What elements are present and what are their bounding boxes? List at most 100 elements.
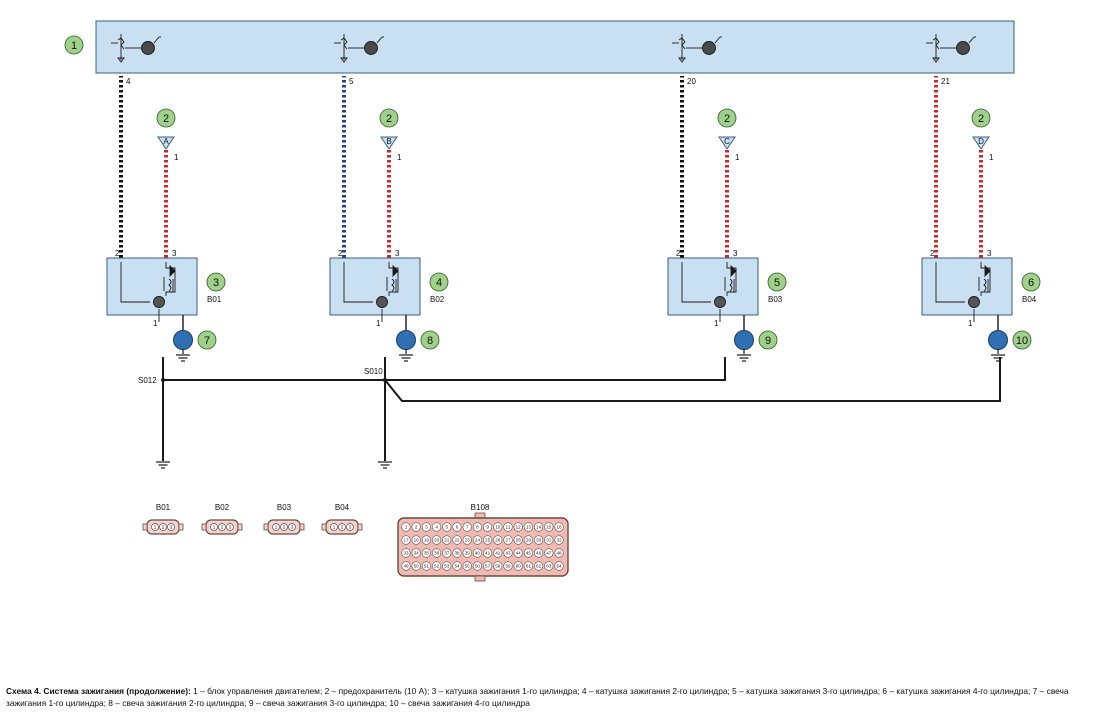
coil-pin-left-1: 2 [115,249,120,258]
connector-pin-1: 1 [275,525,278,530]
b108-pin-10: 10 [495,525,501,530]
connector-pin-1: 1 [213,525,216,530]
connector-name-4: B04 [335,503,350,512]
coil-pin-right-2: 3 [395,249,400,258]
callout-fuse-2: 2 [379,108,399,128]
callout-plug-2: 8 [420,330,440,350]
callout-coil-1: 3 [206,272,226,292]
ecu-driver-2 [334,34,384,63]
ecu-pin-4: 21 [941,77,950,86]
wire-fuse-coil-1 [164,149,168,258]
b108-pin-28: 28 [516,538,522,543]
engine-control-unit [95,20,1015,74]
wire-fuse-coil-3 [725,149,729,258]
b108-pin-39: 39 [465,551,471,556]
b108-pin-24: 24 [475,538,481,543]
b108-pin-16: 16 [556,525,562,530]
b108-pin-1: 1 [405,525,408,530]
plug-ground-3 [737,354,751,362]
b108-pin-62: 62 [536,564,542,569]
b108-pin-45: 45 [526,551,532,556]
b108-pin-49: 49 [403,564,409,569]
b108-pin-14: 14 [536,525,542,530]
connector-pin-3: 3 [170,525,173,530]
callout-fuse-3-label: 2 [724,113,730,125]
plug-ground-2 [399,354,413,362]
b108-pin-13: 13 [526,525,532,530]
splice-s010: S010 [364,367,383,376]
b108-pin-59: 59 [505,564,511,569]
b108-pin-43: 43 [505,551,511,556]
wire-ecu-coil-3 [680,76,684,258]
b108-pin-47: 47 [546,551,552,556]
coil-pin-right-1: 3 [172,249,177,258]
b108-pin-12: 12 [516,525,522,530]
caption-title: Схема 4. Система зажигания (продолжение)… [6,686,191,696]
coil-pin-bottom-3: 1 [714,319,719,328]
b108-pin-50: 50 [414,564,420,569]
splice-s012: S012 [138,376,157,385]
b108-pin-54: 54 [454,564,460,569]
b108-pin-5: 5 [446,525,449,530]
wire-ecu-coil-4 [934,76,938,258]
b108-pin-11: 11 [506,525,511,530]
b108-pin-46: 46 [536,551,542,556]
b108-pin-63: 63 [546,564,552,569]
coil-name-2: B02 [430,295,445,304]
connector-b108-name: B108 [471,503,490,512]
b108-pin-15: 15 [546,525,552,530]
callout-ecu: 1 [64,35,84,55]
b108-pin-41: 41 [485,551,491,556]
b108-pin-21: 21 [444,538,450,543]
callout-fuse-3: 2 [717,108,737,128]
b108-pin-4: 4 [435,525,438,530]
callout-plug-3-label: 9 [765,335,771,347]
coil-name-1: B01 [207,295,222,304]
fuse-pin-label-4: 1 [989,153,994,162]
ecu-driver-4 [926,34,976,63]
callout-coil-1-label: 3 [213,277,219,289]
coil-pin-right-3: 3 [733,249,738,258]
b108-pin-34: 34 [414,551,420,556]
b108-pin-25: 25 [485,538,491,543]
b108-pin-58: 58 [495,564,501,569]
callout-plug-3: 9 [758,330,778,350]
b108-pin-42: 42 [495,551,501,556]
spark-plug-2 [396,315,416,362]
callout-fuse-1: 2 [156,108,176,128]
b108-pin-8: 8 [476,525,479,530]
callout-coil-3: 5 [767,272,787,292]
coil-pin-bottom-1: 1 [153,319,158,328]
callout-plug-4-label: 10 [1016,335,1028,347]
fuse-2: B [380,136,398,150]
wire-ecu-coil-1 [119,76,123,258]
caption-text: 1 – блок управления двигателем; 2 – пред… [6,686,1069,708]
wire-ecu-coil-2 [342,76,346,258]
ground-main-1 [156,461,170,469]
callout-coil-2-label: 4 [436,277,442,289]
ecu-pin-1: 4 [126,77,131,86]
b108-pin-30: 30 [536,538,542,543]
connector-name-2: B02 [215,503,230,512]
wire-fuse-coil-2 [387,149,391,258]
b108-pin-48: 48 [556,551,562,556]
callout-coil-4-label: 6 [1028,277,1034,289]
b108-pin-44: 44 [516,551,522,556]
b108-pin-27: 27 [505,538,511,543]
b108-pin-2: 2 [415,525,418,530]
callout-fuse-4: 2 [971,108,991,128]
fuse-letter-3: C [724,137,730,146]
b108-pin-64: 64 [556,564,562,569]
callout-coil-4: 6 [1021,272,1041,292]
callout-coil-2: 4 [429,272,449,292]
coil-pin-left-2: 2 [338,249,343,258]
